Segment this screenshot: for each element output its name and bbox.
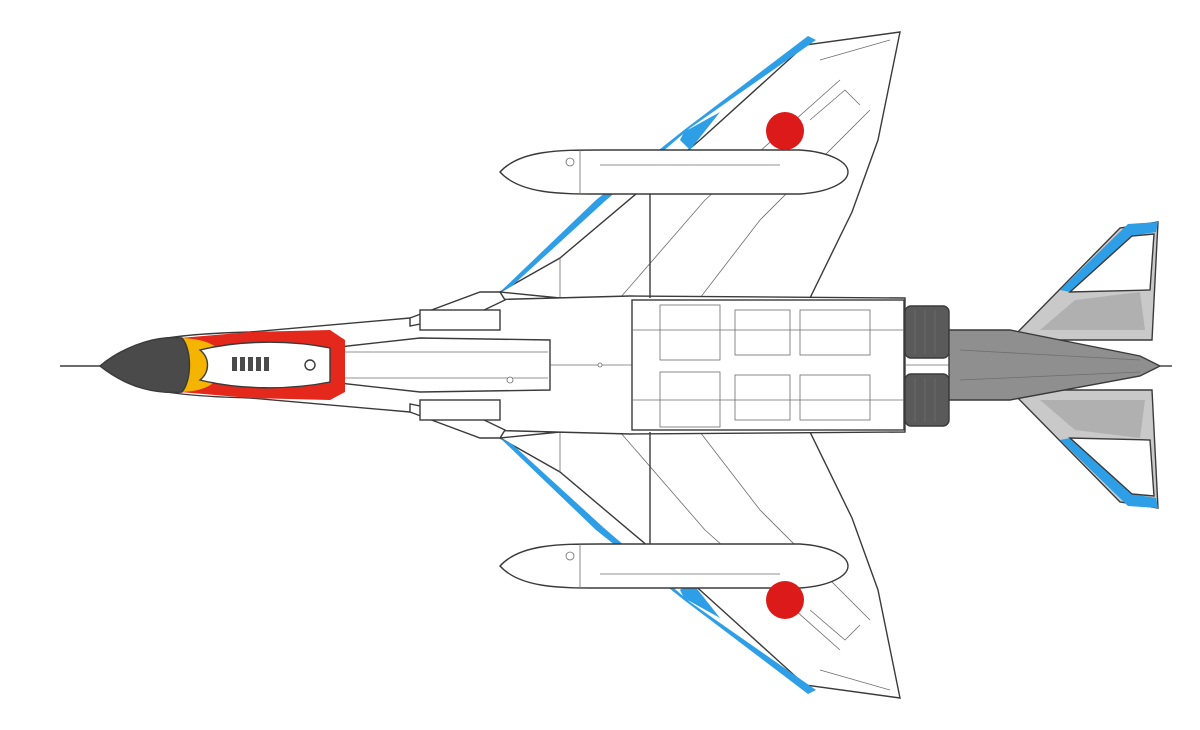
hinomaru-roundel-lower	[766, 581, 804, 619]
nose-vents	[232, 357, 269, 371]
external-tank-upper	[499, 149, 849, 195]
horizontal-stabilizer-lower	[1008, 389, 1159, 509]
hinomaru-roundel-upper	[766, 112, 804, 150]
radome	[60, 336, 191, 394]
rear-fuselage	[948, 329, 1172, 401]
fuselage	[98, 291, 1150, 439]
engine-exhausts	[904, 305, 950, 427]
nose-markings	[178, 330, 345, 400]
external-tank-lower	[499, 543, 849, 589]
horizontal-stabilizer-upper	[1008, 221, 1159, 341]
